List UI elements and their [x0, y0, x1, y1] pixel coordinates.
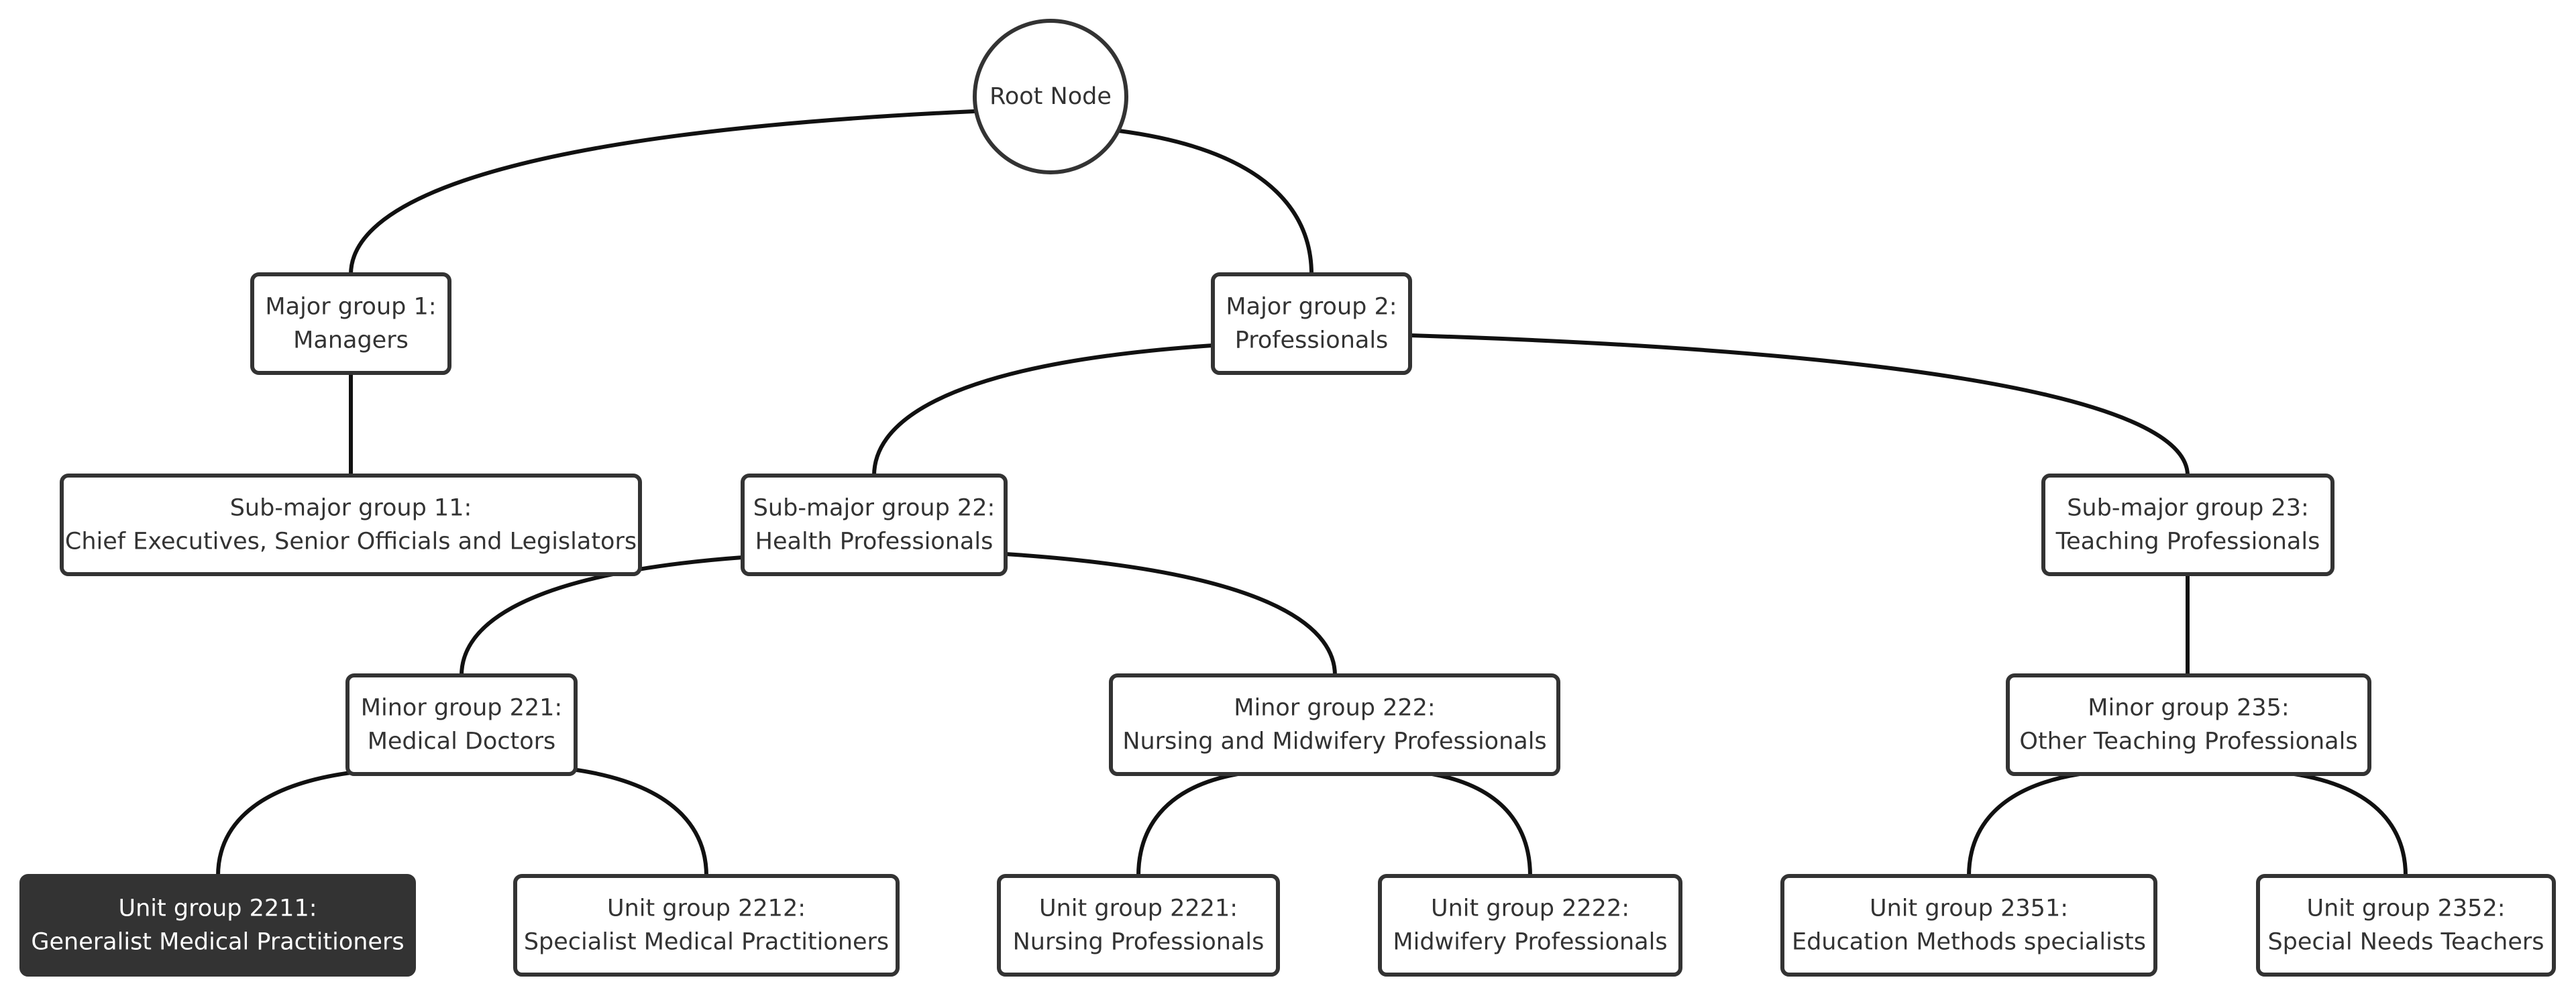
node-box-ug2352	[2256, 874, 2556, 977]
node-ug2222[interactable]: Unit group 2222: Midwifery Professionals	[1378, 874, 1682, 977]
node-label-ug2222-line-1: Unit group 2222:	[1431, 895, 1629, 922]
node-label-ug2352-line-1: Unit group 2352:	[2306, 895, 2505, 922]
node-box-ug2221	[997, 874, 1280, 977]
node-label-smg23-line-2: Teaching Professionals	[2055, 529, 2320, 555]
node-box-mg2	[1211, 272, 1412, 375]
node-mn235[interactable]: Minor group 235: Other Teaching Professio…	[2006, 673, 2371, 776]
node-label-ug2221-line-1: Unit group 2221:	[1039, 895, 1238, 922]
edges-layer	[216, 109, 2408, 878]
edge-root-mg1	[349, 109, 976, 276]
node-label-mg2-line-1: Major group 2:	[1226, 294, 1397, 321]
node-box-mn221	[345, 673, 578, 776]
edge-root-mg2	[1117, 129, 1313, 276]
node-mn222[interactable]: Minor group 222: Nursing and Midwifery Pr…	[1109, 673, 1560, 776]
edge-mg2-smg22	[872, 343, 1215, 478]
node-smg23[interactable]: Sub-major group 23: Teaching Professional…	[2041, 474, 2334, 576]
edge-mn221-ug2211	[216, 771, 353, 878]
node-label-ug2351-line-1: Unit group 2351:	[1870, 895, 2068, 922]
node-box-smg22	[741, 474, 1008, 576]
node-label-smg23-line-1: Sub-major group 23:	[2067, 495, 2309, 522]
node-smg22[interactable]: Sub-major group 22: Health Professionals	[741, 474, 1008, 576]
edge-mn235-ug2352	[2292, 772, 2408, 878]
edge-mn222-ug2221	[1136, 772, 1240, 878]
node-label-mn235-line-1: Minor group 235:	[2088, 695, 2289, 722]
node-ug2351[interactable]: Unit group 2351: Education Methods specia…	[1780, 874, 2157, 977]
edge-mn221-ug2212	[570, 767, 708, 878]
node-ug2212[interactable]: Unit group 2212: Specialist Medical Pract…	[513, 874, 900, 977]
edge-smg22-mn222	[1004, 552, 1337, 677]
node-label-mg1-line-2: Managers	[293, 327, 409, 354]
node-label-ug2211-line-1: Unit group 2211:	[118, 895, 317, 922]
edge-mn222-ug2222	[1430, 772, 1532, 878]
node-box-smg23	[2041, 474, 2334, 576]
node-label-root-line-1: Root Node	[989, 83, 1112, 110]
node-label-smg22-line-2: Health Professionals	[755, 529, 994, 555]
node-box-ug2222	[1378, 874, 1682, 977]
node-label-ug2212-line-2: Specialist Medical Practitioners	[524, 929, 889, 956]
node-box-ug2211	[19, 874, 416, 977]
node-box-ug2351	[1780, 874, 2157, 977]
edge-mn235-ug2351	[1967, 772, 2082, 878]
node-mn221[interactable]: Minor group 221: Medical Doctors	[345, 673, 578, 776]
node-smg11[interactable]: Sub-major group 11: Chief Executives, Sen…	[60, 474, 642, 576]
node-label-smg22-line-1: Sub-major group 22:	[753, 495, 996, 522]
node-ug2352[interactable]: Unit group 2352: Special Needs Teachers	[2256, 874, 2556, 977]
node-box-mn235	[2006, 673, 2371, 776]
node-shape-root	[973, 19, 1128, 174]
node-label-mn221-line-1: Minor group 221:	[361, 695, 562, 722]
node-box-ug2212	[513, 874, 900, 977]
node-label-ug2221-line-2: Nursing Professionals	[1013, 929, 1265, 956]
node-label-ug2212-line-1: Unit group 2212:	[607, 895, 806, 922]
node-label-ug2351-line-2: Education Methods specialists	[1792, 929, 2146, 956]
node-label-mn222-line-2: Nursing and Midwifery Professionals	[1122, 728, 1546, 755]
node-mg2[interactable]: Major group 2: Professionals	[1211, 272, 1412, 375]
node-label-smg11-line-2: Chief Executives, Senior Officials and L…	[65, 529, 637, 555]
node-label-mn222-line-1: Minor group 222:	[1234, 695, 1435, 722]
node-label-mn235-line-2: Other Teaching Professionals	[2019, 728, 2357, 755]
node-label-ug2222-line-2: Midwifery Professionals	[1393, 929, 1667, 956]
node-box-mn222	[1109, 673, 1560, 776]
node-label-mg1-line-1: Major group 1:	[265, 294, 436, 321]
node-root[interactable]: Root Node	[973, 19, 1128, 174]
node-box-mg1	[250, 272, 451, 375]
edge-mg2-smg23	[1408, 333, 2190, 478]
node-mg1[interactable]: Major group 1: Managers	[250, 272, 451, 375]
node-ug2211[interactable]: Unit group 2211: Generalist Medical Pract…	[19, 874, 416, 977]
node-label-smg11-line-1: Sub-major group 11:	[230, 495, 472, 522]
node-ug2221[interactable]: Unit group 2221: Nursing Professionals	[997, 874, 1280, 977]
node-label-mg2-line-2: Professionals	[1235, 327, 1389, 354]
node-label-mn221-line-2: Medical Doctors	[368, 728, 556, 755]
node-box-smg11	[60, 474, 642, 576]
node-label-ug2352-line-2: Special Needs Teachers	[2267, 929, 2544, 956]
edge-smg22-mn221	[460, 555, 745, 677]
node-label-ug2211-line-2: Generalist Medical Practitioners	[31, 929, 404, 956]
